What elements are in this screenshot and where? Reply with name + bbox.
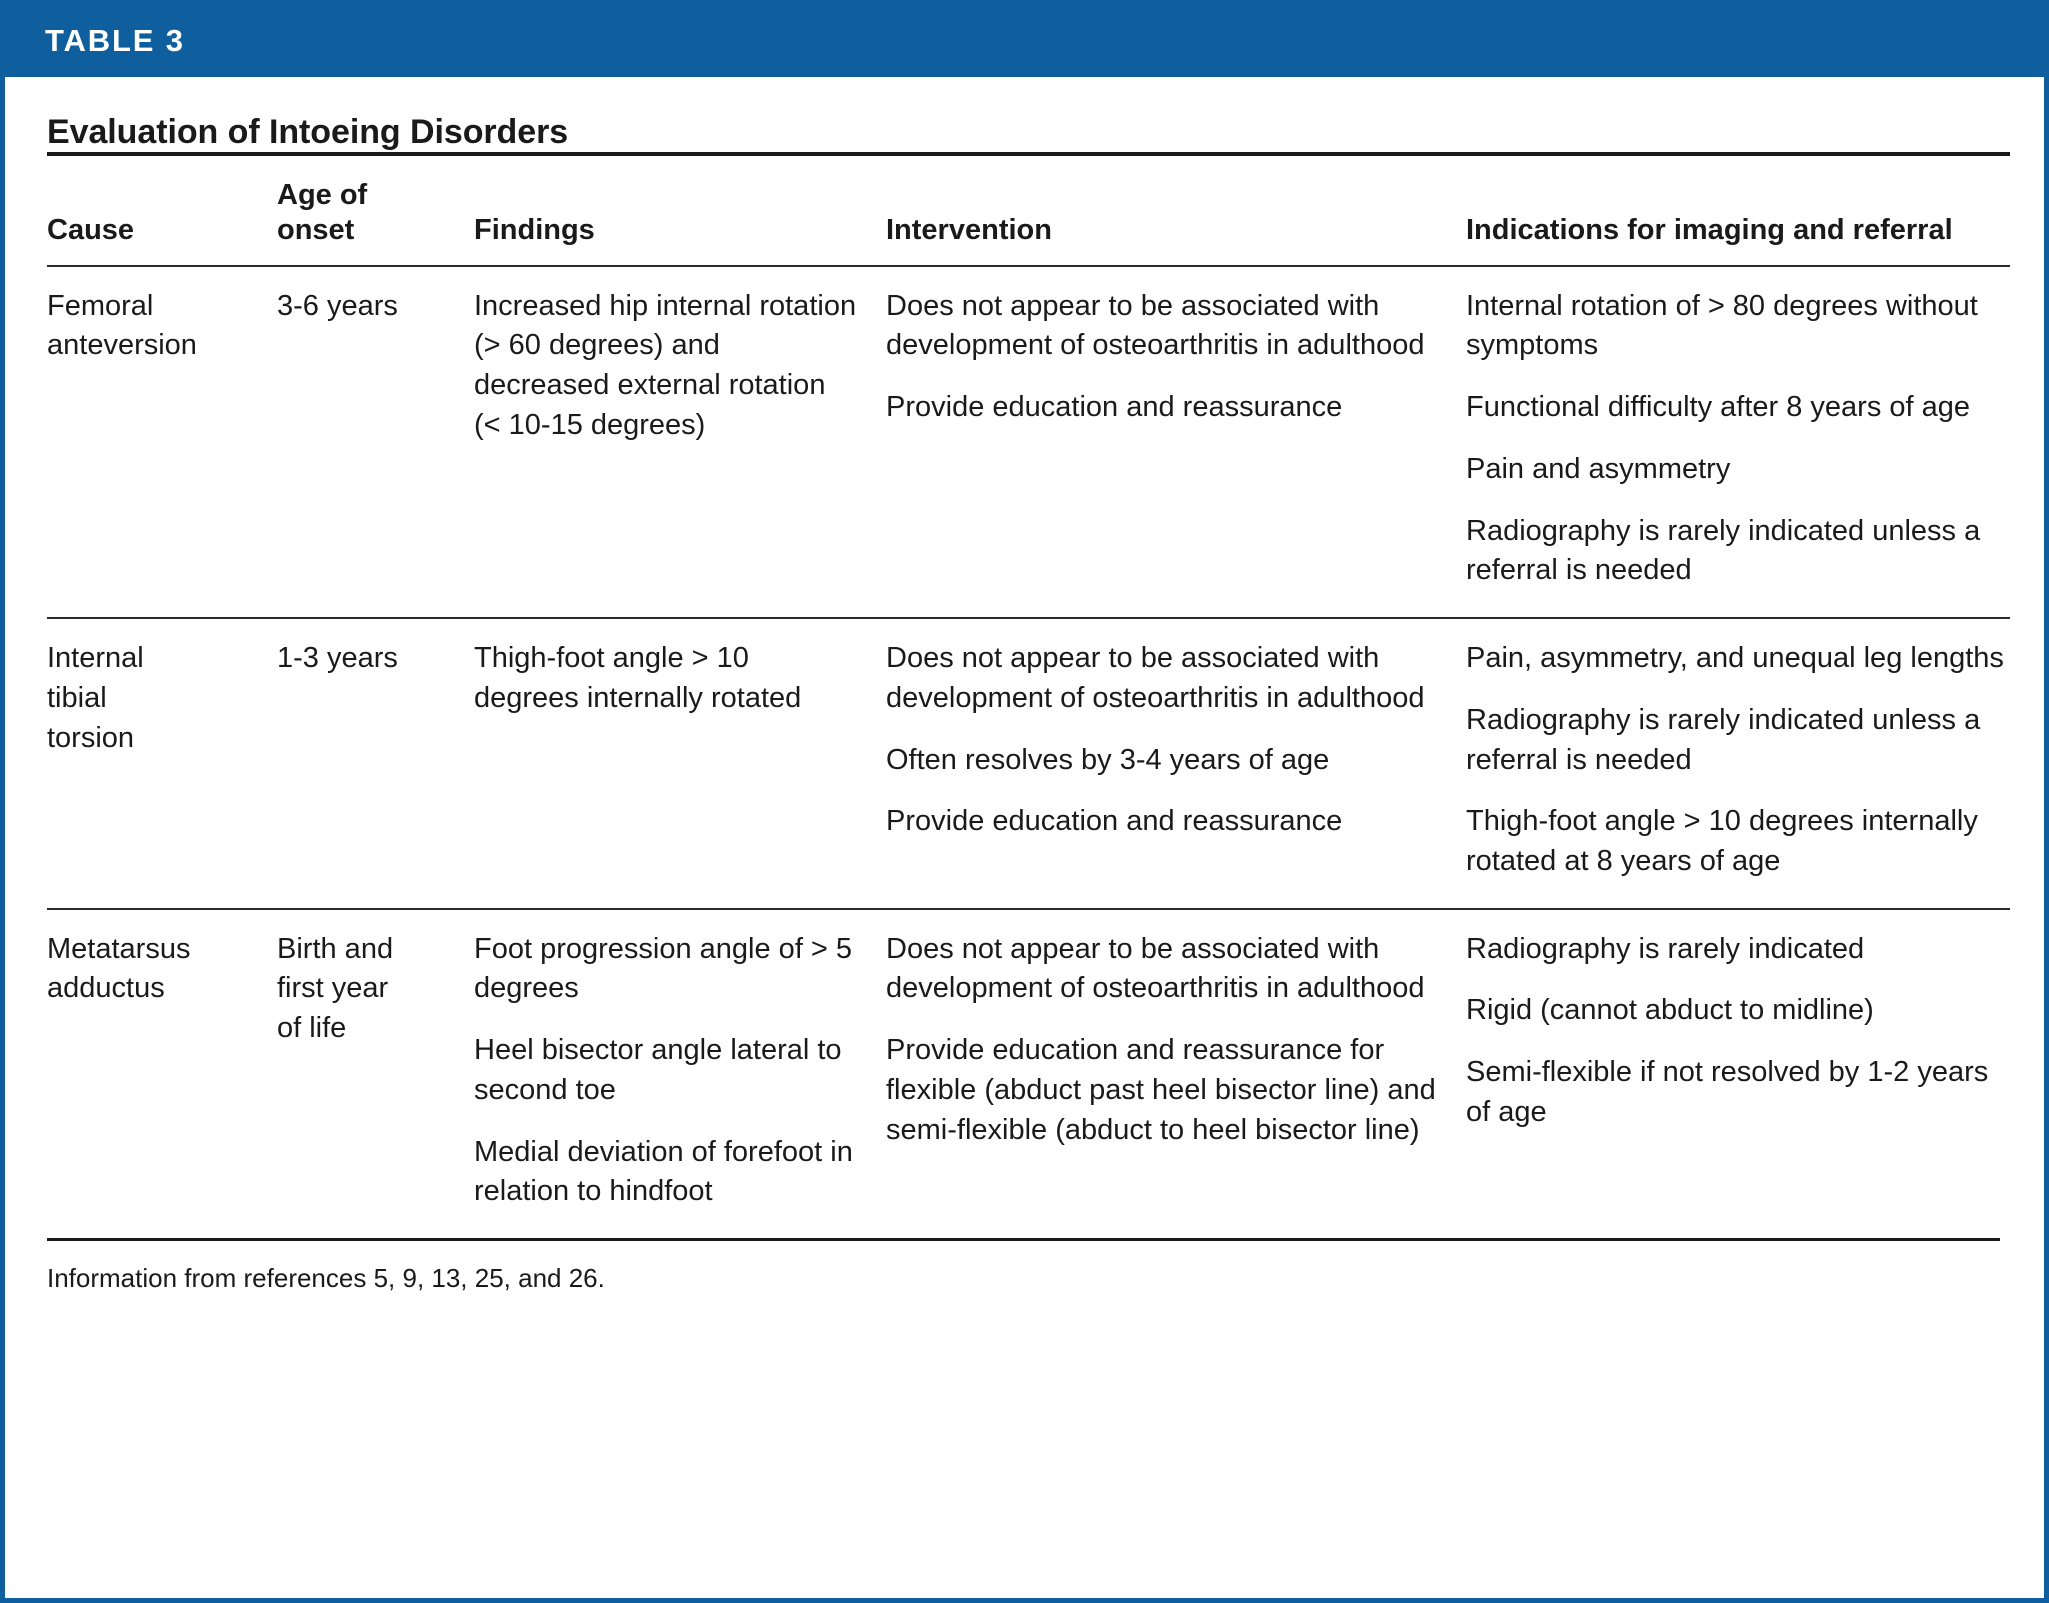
- indications-item: Radiography is rarely indicated unless a…: [1466, 514, 1981, 587]
- table-row: Metatarsus adductus Birth and first year…: [47, 907, 2010, 1238]
- cell-indications: Radiography is rarely indicated Rigid (c…: [1466, 907, 2010, 1238]
- indications-item: Semi-flexible if not resolved by 1-2 yea…: [1466, 1056, 1989, 1128]
- cell-indications: Pain, asymmetry, and unequal leg lengths…: [1466, 617, 2010, 909]
- cell-cause: Femoral anteversion: [47, 289, 197, 362]
- findings-item: Foot progression angle of > 5 degrees: [474, 932, 853, 1005]
- table-body: Femoral anteversion 3-6 years Increased …: [47, 266, 2010, 1238]
- cell-indications: Internal rotation of > 80 degrees withou…: [1466, 266, 2010, 618]
- table-title: Evaluation of Intoeing Disorders: [47, 113, 569, 151]
- indications-item: Pain and asymmetry: [1466, 452, 1731, 485]
- cell-findings: Foot progression angle of > 5 degrees He…: [474, 907, 886, 1238]
- cell-intervention: Does not appear to be associated with de…: [886, 266, 1466, 618]
- cell-intervention: Does not appear to be associated with de…: [886, 907, 1466, 1238]
- findings-item: Medial deviation of forefoot in relation…: [474, 1135, 853, 1208]
- cell-age-of-onset: 3-6 years: [277, 289, 398, 322]
- indications-item: Radiography is rarely indicated unless a…: [1466, 703, 1981, 776]
- indications-item: Radiography is rarely indicated: [1466, 932, 1865, 965]
- table-grid-wrapper: Cause Age of onset Findings Intervention…: [5, 152, 2044, 1238]
- findings-item: Thigh-foot angle > 10 degrees internally…: [474, 642, 802, 714]
- table-header-row: Cause Age of onset Findings Intervention…: [47, 154, 2010, 267]
- footer-rule: [47, 1237, 2000, 1241]
- cell-findings: Thigh-foot angle > 10 degrees internally…: [474, 617, 886, 909]
- column-header-findings: Findings: [474, 154, 886, 267]
- column-header-age-of-onset: Age of onset: [277, 154, 474, 267]
- column-header-cause: Cause: [47, 154, 277, 267]
- table-footnote: Information from references 5, 9, 13, 25…: [47, 1262, 605, 1293]
- cell-age-of-onset: Birth and first year of life: [277, 907, 474, 1238]
- cell-cause: Internal tibial torsion: [47, 617, 277, 909]
- indications-item: Thigh-foot angle > 10 degrees internally…: [1466, 805, 1978, 877]
- table-banner: TABLE 3: [5, 5, 2044, 77]
- intervention-item: Does not appear to be associated with de…: [886, 932, 1425, 1005]
- intervention-item: Does not appear to be associated with de…: [886, 642, 1425, 714]
- cell-cause: Metatarsus adductus: [47, 907, 277, 1238]
- column-header-intervention: Intervention: [886, 154, 1466, 267]
- indications-item: Rigid (cannot abduct to midline): [1466, 994, 1874, 1027]
- intervention-item: Provide education and reassurance: [886, 805, 1343, 838]
- cell-findings: Increased hip internal rotation (> 60 de…: [474, 266, 886, 618]
- table-row: Femoral anteversion 3-6 years Increased …: [47, 266, 2010, 618]
- indications-item: Internal rotation of > 80 degrees withou…: [1466, 289, 1978, 362]
- column-header-indications: Indications for imaging and referral: [1466, 154, 2010, 267]
- intervention-item: Provide education and reassurance for fl…: [886, 1034, 1436, 1146]
- cell-age-of-onset: 1-3 years: [277, 617, 474, 909]
- intervention-item: Does not appear to be associated with de…: [886, 289, 1425, 362]
- intervention-item: Often resolves by 3-4 years of age: [886, 743, 1330, 776]
- intervention-item: Provide education and reassurance: [886, 391, 1343, 424]
- table-number-label: TABLE 3: [45, 23, 185, 58]
- cell-intervention: Does not appear to be associated with de…: [886, 617, 1466, 909]
- indications-item: Functional difficulty after 8 years of a…: [1466, 391, 1971, 424]
- evaluation-table: Cause Age of onset Findings Intervention…: [47, 152, 2010, 1238]
- findings-item: Heel bisector angle lateral to second to…: [474, 1034, 842, 1106]
- findings-item: Increased hip internal rotation (> 60 de…: [474, 289, 857, 441]
- indications-item: Pain, asymmetry, and unequal leg lengths: [1466, 642, 2004, 675]
- title-area: Evaluation of Intoeing Disorders: [5, 77, 2044, 152]
- table-row: Internal tibial torsion 1-3 years Thigh-…: [47, 617, 2010, 909]
